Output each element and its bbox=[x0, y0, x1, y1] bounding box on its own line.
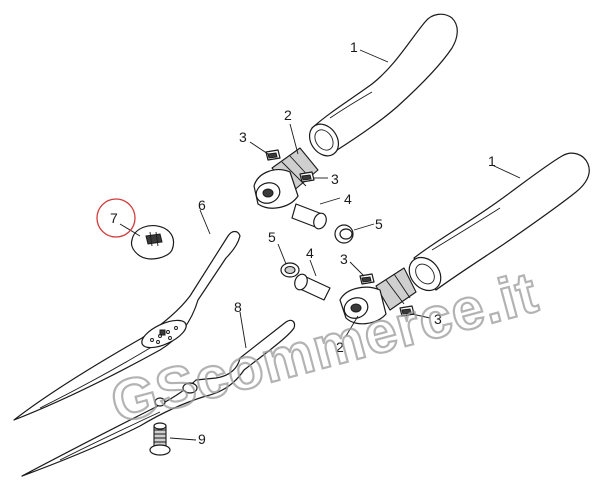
blade-lower[interactable] bbox=[21, 319, 296, 477]
nut-upper[interactable] bbox=[280, 262, 300, 278]
label-clip-b: 3 bbox=[331, 171, 339, 187]
knob[interactable] bbox=[130, 225, 175, 260]
nut-lower[interactable] bbox=[339, 228, 353, 240]
bolt[interactable] bbox=[149, 422, 171, 456]
handle-lower[interactable] bbox=[403, 152, 590, 297]
clip-c[interactable] bbox=[359, 273, 375, 285]
label-clip-c: 3 bbox=[340, 251, 348, 267]
label-blade-lower: 8 bbox=[234, 299, 242, 315]
label-clip-d: 3 bbox=[434, 311, 442, 327]
label-ferrule-lower: 2 bbox=[336, 339, 344, 355]
label-nut-upper: 5 bbox=[268, 229, 276, 245]
ferrule-upper[interactable] bbox=[253, 147, 319, 209]
pivot-lower[interactable] bbox=[293, 272, 331, 301]
label-knob: 7 bbox=[110, 210, 118, 226]
label-clip-a: 3 bbox=[239, 129, 247, 145]
highlight-circle bbox=[96, 198, 136, 238]
label-ferrule-upper: 2 bbox=[284, 107, 292, 123]
label-pivot-upper: 4 bbox=[344, 191, 352, 207]
clip-a[interactable] bbox=[265, 149, 281, 161]
handle-upper[interactable] bbox=[304, 13, 458, 161]
ferrule-lower[interactable] bbox=[339, 267, 417, 325]
label-pivot-lower: 4 bbox=[306, 245, 314, 261]
label-bolt: 9 bbox=[198, 431, 206, 447]
label-handle-upper: 1 bbox=[350, 39, 358, 55]
label-nut-lower: 5 bbox=[375, 216, 383, 232]
blade-upper[interactable] bbox=[13, 230, 241, 421]
label-handle-lower: 1 bbox=[488, 153, 496, 169]
callout-numbers: 1 1 2 2 3 3 3 3 4 4 5 5 6 7 8 9 bbox=[110, 39, 496, 447]
label-blade-upper: 6 bbox=[198, 197, 206, 213]
clip-b[interactable] bbox=[299, 171, 315, 183]
